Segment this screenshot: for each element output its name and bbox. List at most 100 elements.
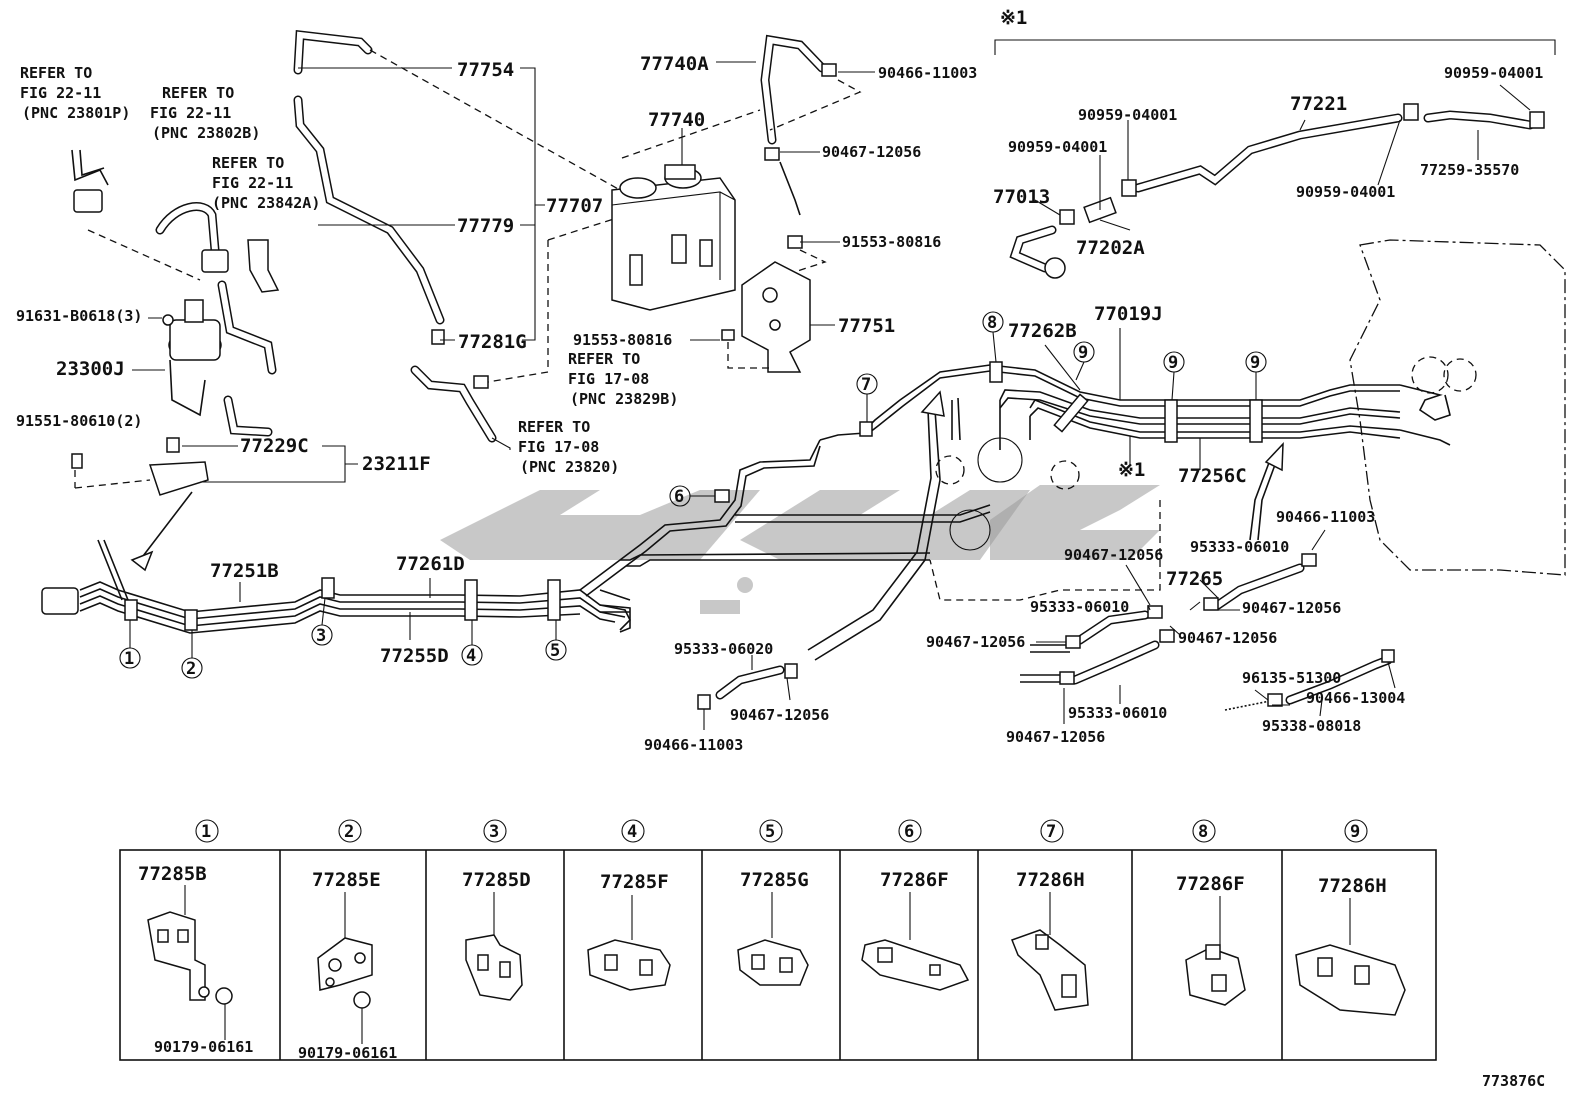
label-91553-80816-a: 91553-80816 xyxy=(842,233,941,251)
arrow-to-pipe xyxy=(139,491,193,561)
label-91551-80610: 91551-80610(2) xyxy=(16,412,142,430)
main-fuel-tubes xyxy=(41,361,1451,634)
hose-77740a xyxy=(716,34,875,281)
clamp-ref-5: 5 xyxy=(550,641,560,661)
clamp-ref-9b: 9 xyxy=(1168,353,1178,373)
label-91631-b0618: 91631-B0618(3) xyxy=(16,307,142,325)
clamp-part-9: 77286H xyxy=(1318,875,1387,897)
label-95333-06010-a: 95333-06010 xyxy=(1190,538,1289,556)
clamp-header-7: 7 xyxy=(1046,822,1056,842)
bracket-77751 xyxy=(690,261,835,373)
watermark-logo xyxy=(440,485,1160,614)
clamp-header-3: 3 xyxy=(489,822,499,842)
label-77707: 77707 xyxy=(546,195,603,217)
label-90959-04001-d: 90959-04001 xyxy=(1296,183,1395,201)
arrow-right-b xyxy=(1257,461,1277,541)
clamp-ref-9a: 9 xyxy=(1078,343,1088,363)
clamp-part-4: 77285F xyxy=(600,871,669,893)
figure-code: 773876C xyxy=(1482,1072,1545,1090)
label-77221: 77221 xyxy=(1290,93,1347,115)
label-23211f: 23211F xyxy=(362,453,431,475)
clamp-ref-3: 3 xyxy=(316,626,326,646)
label-90467-12056-l: 90467-12056 xyxy=(730,706,829,724)
clamp-part-7: 77286H xyxy=(1016,869,1085,891)
canister-pipes xyxy=(293,29,649,450)
label-77751: 77751 xyxy=(838,315,895,337)
label-77740a: 77740A xyxy=(640,53,709,75)
clamp-ref-6: 6 xyxy=(674,487,684,507)
label-77255d: 77255D xyxy=(380,645,449,667)
label-note1-top: ※1 xyxy=(1000,7,1027,29)
arrow-right-head xyxy=(1264,442,1284,472)
fuel-tank-outline xyxy=(929,239,1566,601)
clamp-ref-4: 4 xyxy=(466,646,476,666)
label-95333-06010-c: 95333-06010 xyxy=(1068,704,1167,722)
vsv-assembly xyxy=(71,149,280,496)
clamp-nut-2: 90179-06161 xyxy=(298,1044,397,1062)
label-77779: 77779 xyxy=(457,215,514,237)
clamp-ref-7: 7 xyxy=(861,375,871,395)
label-90467-12056-r5: 90467-12056 xyxy=(1006,728,1105,746)
clamp-part-3: 77285D xyxy=(462,869,531,891)
label-23300j: 23300J xyxy=(56,358,125,380)
label-95338-08018: 95338-08018 xyxy=(1262,717,1361,735)
label-77202a: 77202A xyxy=(1076,237,1145,259)
clamp-header-5: 5 xyxy=(765,822,775,842)
label-90467-12056-r3: 90467-12056 xyxy=(926,633,1025,651)
label-77262b: 77262B xyxy=(1008,320,1077,342)
clamp-ref-2: 2 xyxy=(186,659,196,679)
clamp-table xyxy=(119,849,1437,1061)
clamp-nut-1: 90179-06161 xyxy=(154,1038,253,1056)
fill-vent-hoses xyxy=(994,39,1556,279)
label-note1-mid: ※1 xyxy=(1118,459,1145,481)
label-95333-06020: 95333-06020 xyxy=(674,640,773,658)
label-90467-12056-r2: 90467-12056 xyxy=(1242,599,1341,617)
label-90466-11003-l: 90466-11003 xyxy=(644,736,743,754)
clamp-header-4: 4 xyxy=(627,822,637,842)
clamp-ref-8: 8 xyxy=(987,313,997,333)
arrow-head xyxy=(130,550,154,572)
clamp-header-8: 8 xyxy=(1198,822,1208,842)
label-90467-12056-r1: 90467-12056 xyxy=(1064,546,1163,564)
clamp-ref-1: 1 xyxy=(124,649,134,669)
clamp-part-8: 77286F xyxy=(1176,873,1245,895)
label-90466-11003-top: 90466-11003 xyxy=(878,64,977,82)
label-77259-35570: 77259-35570 xyxy=(1420,161,1519,179)
clamp-ref-9c: 9 xyxy=(1250,353,1260,373)
label-91553-80816-b: 91553-80816 xyxy=(573,331,672,349)
lower-right-hoses xyxy=(697,529,1396,730)
charcoal-canister xyxy=(611,109,761,311)
label-77281g: 77281G xyxy=(458,331,527,353)
label-77261d: 77261D xyxy=(396,553,465,575)
label-77229c: 77229C xyxy=(240,435,309,457)
arrow-right xyxy=(1249,459,1271,541)
label-90467-12056-r4: 90467-12056 xyxy=(1178,629,1277,647)
clamp-header-2: 2 xyxy=(344,822,354,842)
label-90959-04001-a: 90959-04001 xyxy=(1444,64,1543,82)
label-90466-11003-right: 90466-11003 xyxy=(1276,508,1375,526)
arrow-long-b xyxy=(807,409,932,651)
clamp-table-headers: 1 2 3 4 5 6 7 8 9 xyxy=(195,819,1368,843)
clamp-part-2: 77285E xyxy=(312,869,381,891)
arrow-long-head xyxy=(920,390,945,417)
clamp-header-1: 1 xyxy=(201,822,211,842)
label-90959-04001-c: 90959-04001 xyxy=(1008,138,1107,156)
label-77256c: 77256C xyxy=(1178,465,1247,487)
clamp-header-9: 9 xyxy=(1350,822,1360,842)
label-77740: 77740 xyxy=(648,109,705,131)
clamp-ref-markers: 1 2 3 4 5 6 7 8 9 9 9 xyxy=(119,311,1267,679)
label-77265: 77265 xyxy=(1166,568,1223,590)
arrow-long xyxy=(814,409,941,661)
label-95333-06010-b: 95333-06010 xyxy=(1030,598,1129,616)
clamp-part-5: 77285G xyxy=(740,869,809,891)
label-96135-51300: 96135-51300 xyxy=(1242,669,1341,687)
label-77013: 77013 xyxy=(993,186,1050,208)
clamp-drawings xyxy=(147,885,1406,1044)
label-90959-04001-b: 90959-04001 xyxy=(1078,106,1177,124)
